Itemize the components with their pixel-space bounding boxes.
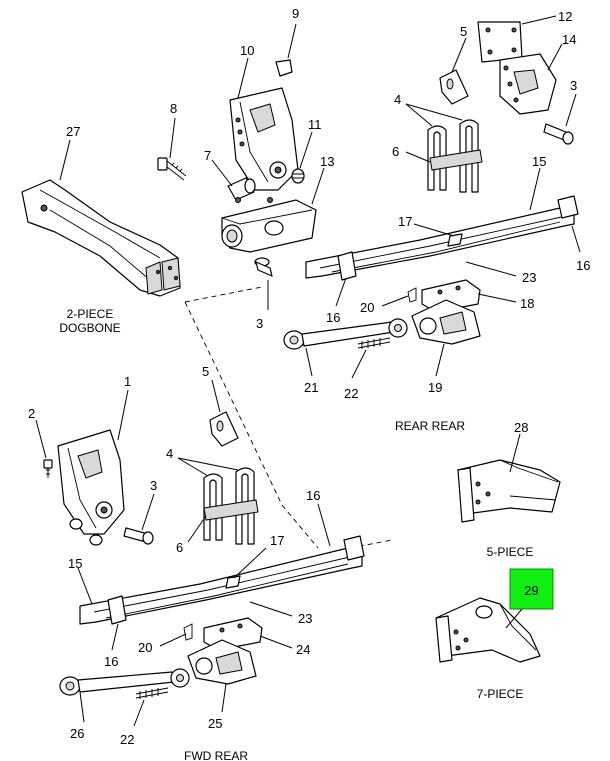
torque-rod-26 <box>59 668 190 696</box>
callout-26: 26 <box>70 726 84 741</box>
callout-16-rear-left: 16 <box>326 310 340 325</box>
bolt-22-rear <box>357 337 391 349</box>
callout-6-upper: 6 <box>392 144 399 159</box>
callout-19: 19 <box>428 380 442 395</box>
equalizer-13 <box>221 197 317 253</box>
callout-16-rear-right: 16 <box>576 258 590 273</box>
callout-3-lower: 3 <box>150 478 157 493</box>
callout-12: 12 <box>558 9 572 24</box>
bolt-22-fwd <box>135 687 169 699</box>
callout-3-middle: 3 <box>256 316 263 331</box>
callout-15-rear: 15 <box>532 154 546 169</box>
group-dashed-outline <box>184 286 393 549</box>
callout-16-fwd-right: 16 <box>306 488 320 503</box>
callout-18: 18 <box>520 296 534 311</box>
callout-4-upper: 4 <box>394 92 401 107</box>
u-bolts-4-lower <box>203 467 255 545</box>
clamp-plate-6-lower <box>203 499 259 521</box>
pin-3-lower <box>123 527 154 545</box>
crossmember-5-piece <box>457 459 561 523</box>
callout-20-rear: 20 <box>360 300 374 315</box>
wedge-5-upper <box>439 69 469 105</box>
leaf-spring-15-rear <box>305 195 579 281</box>
bolt-2 <box>43 459 53 478</box>
bracket-1 <box>57 429 125 546</box>
callout-5-lower: 5 <box>202 364 209 379</box>
callout-21: 21 <box>304 380 318 395</box>
callout-20-fwd: 20 <box>138 640 152 655</box>
callout-2: 2 <box>28 406 35 421</box>
callout-11: 11 <box>308 117 322 132</box>
u-bolts-4-upper <box>427 119 479 193</box>
torque-rod-21 <box>283 318 408 350</box>
callout-29-highlight-box[interactable] <box>509 568 554 610</box>
callout-27: 27 <box>66 124 80 139</box>
callout-7: 7 <box>204 148 211 163</box>
callout-23-rear: 23 <box>522 270 536 285</box>
bolt-8 <box>157 157 187 181</box>
caption-dogbone-line1: 2-PIECE <box>67 307 114 321</box>
callout-25: 25 <box>208 716 222 731</box>
caption-rear-rear: REAR REAR <box>395 419 465 433</box>
callout-16-fwd-left: 16 <box>104 654 118 669</box>
callout-13: 13 <box>320 154 334 169</box>
callout-24: 24 <box>296 642 310 657</box>
pin-3-middle <box>254 257 273 277</box>
nut-9 <box>275 59 293 77</box>
callout-29[interactable]: 29 <box>524 583 538 598</box>
callout-5-upper: 5 <box>460 24 467 39</box>
sleeve-7 <box>227 177 256 201</box>
caption-fwd-rear: FWD REAR <box>184 749 248 761</box>
wedge-5-lower <box>209 411 239 447</box>
crossmember-7-piece <box>435 597 541 663</box>
bushing-11 <box>291 168 305 184</box>
axle-mount-19 <box>411 299 481 345</box>
plate-12 <box>477 21 523 63</box>
callout-9: 9 <box>292 6 299 21</box>
callout-15-fwd: 15 <box>68 556 82 571</box>
callout-17-fwd: 17 <box>270 533 284 548</box>
bracket-10 <box>229 87 299 191</box>
callout-22-rear: 22 <box>344 386 358 401</box>
caption-5-piece: 5-PIECE <box>487 545 534 559</box>
callout-1: 1 <box>124 374 131 389</box>
callout-22-fwd: 22 <box>120 732 134 747</box>
callout-17-rear: 17 <box>398 214 412 229</box>
hanger-14 <box>499 53 557 115</box>
callout-28: 28 <box>514 420 528 435</box>
axle-mount-25 <box>187 639 257 685</box>
pin-3-upper <box>543 123 574 145</box>
callout-3-upper: 3 <box>570 78 577 93</box>
dogbone-crossmember <box>21 179 181 297</box>
callout-4-lower: 4 <box>166 446 173 461</box>
callout-10: 10 <box>240 43 254 58</box>
callout-6-lower: 6 <box>176 540 183 555</box>
caption-dogbone-line2: DOGBONE <box>59 321 120 335</box>
clamp-plate-6-upper <box>429 149 483 171</box>
callout-23-fwd: 23 <box>298 611 312 626</box>
callout-8: 8 <box>170 101 177 116</box>
callout-14: 14 <box>562 32 576 47</box>
leaf-spring-15-fwd <box>79 535 365 625</box>
caption-7-piece: 7-PIECE <box>477 687 524 701</box>
